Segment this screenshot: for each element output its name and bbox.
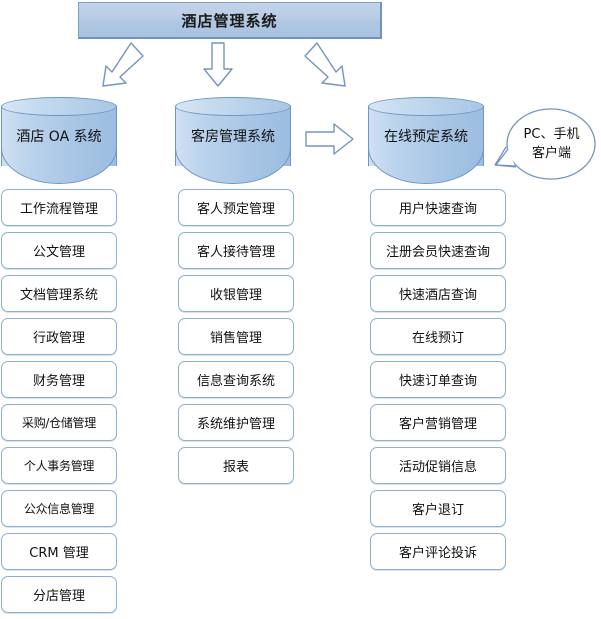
cylinder-top — [1, 97, 117, 116]
list-item[interactable]: 客户退订 — [370, 490, 506, 527]
system-title-text: 酒店管理系统 — [181, 11, 278, 30]
arrow-right-icon — [305, 123, 354, 155]
cylinder-hotel-oa-system: 酒店 OA 系统 — [1, 97, 117, 184]
system-title-banner: 酒店管理系统 — [78, 2, 382, 39]
arrow-down-right-icon — [304, 42, 346, 87]
list-item[interactable]: 分店管理 — [1, 576, 117, 613]
list-item[interactable]: 注册会员快速查询 — [370, 232, 506, 269]
list-item[interactable]: 快速酒店查询 — [370, 275, 506, 312]
list-item[interactable]: 收银管理 — [178, 275, 294, 312]
column-oa-items: 工作流程管理 公文管理 文档管理系统 行政管理 财务管理 采购/仓储管理 个人事… — [1, 189, 117, 619]
list-item[interactable]: CRM 管理 — [1, 533, 117, 570]
list-item[interactable]: 用户快速查询 — [370, 189, 506, 226]
callout-bubble-shape — [494, 108, 596, 180]
callout-bubble: PC、手机 客户端 — [494, 105, 599, 184]
list-item[interactable]: 信息查询系统 — [178, 361, 294, 398]
list-item[interactable]: 客人预定管理 — [178, 189, 294, 226]
cylinder-label: 酒店 OA 系统 — [16, 129, 102, 145]
cylinder-label: 客房管理系统 — [191, 129, 275, 145]
callout-line-2: 客户端 — [531, 145, 571, 161]
list-item[interactable]: 行政管理 — [1, 318, 117, 355]
callout-text: PC、手机 客户端 — [494, 105, 599, 184]
callout-line-1: PC、手机 — [523, 126, 580, 142]
list-item[interactable]: 客人接待管理 — [178, 232, 294, 269]
column-room-items: 客人预定管理 客人接待管理 收银管理 销售管理 信息查询系统 系统维护管理 报表 — [178, 189, 294, 490]
list-item[interactable]: 财务管理 — [1, 361, 117, 398]
list-item[interactable]: 活动促销信息 — [370, 447, 506, 484]
cylinder-label: 在线预定系统 — [384, 129, 468, 145]
list-item[interactable]: 公众信息管理 — [1, 490, 117, 527]
column-booking-items: 用户快速查询 注册会员快速查询 快速酒店查询 在线预订 快速订单查询 客户营销管… — [370, 189, 506, 576]
cylinder-top — [175, 97, 291, 116]
list-item[interactable]: 个人事务管理 — [1, 447, 117, 484]
list-item[interactable]: 文档管理系统 — [1, 275, 117, 312]
list-item[interactable]: 报表 — [178, 447, 294, 484]
list-item[interactable]: 客户营销管理 — [370, 404, 506, 441]
cylinder-online-booking-system: 在线预定系统 — [368, 97, 484, 184]
list-item[interactable]: 公文管理 — [1, 232, 117, 269]
cylinder-room-management-system: 客房管理系统 — [175, 97, 291, 184]
list-item[interactable]: 销售管理 — [178, 318, 294, 355]
list-item[interactable]: 采购/仓储管理 — [1, 404, 117, 441]
list-item[interactable]: 系统维护管理 — [178, 404, 294, 441]
list-item[interactable]: 客户评论投诉 — [370, 533, 506, 570]
cylinder-top — [368, 97, 484, 116]
arrow-down-icon — [203, 42, 233, 87]
list-item[interactable]: 工作流程管理 — [1, 189, 117, 226]
list-item[interactable]: 快速订单查询 — [370, 361, 506, 398]
arrow-down-left-icon — [102, 42, 144, 87]
list-item[interactable]: 在线预订 — [370, 318, 506, 355]
